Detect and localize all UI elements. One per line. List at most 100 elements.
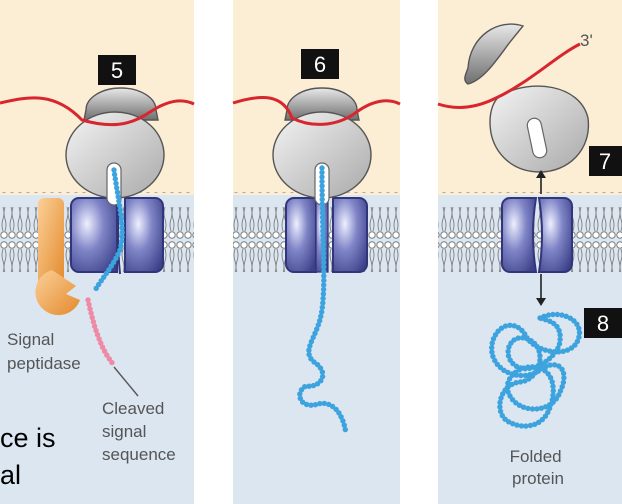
amino-acid-bead xyxy=(312,330,318,336)
amino-acid-bead xyxy=(118,216,125,222)
amino-acid-bead xyxy=(319,201,325,207)
amino-acid-bead xyxy=(317,318,323,324)
amino-acid-bead xyxy=(319,192,325,198)
amino-acid-bead xyxy=(513,380,519,386)
amino-acid-bead xyxy=(525,405,531,412)
amino-acid-bead xyxy=(557,336,563,343)
amino-acid-bead xyxy=(312,402,319,408)
amino-acid-bead xyxy=(498,395,504,401)
amino-acid-bead xyxy=(489,340,495,346)
amino-acid-bead xyxy=(560,348,566,354)
amino-acid-bead xyxy=(298,387,305,393)
amino-acid-bead xyxy=(522,372,529,379)
amino-acid-bead xyxy=(549,397,555,403)
amino-acid-bead xyxy=(518,372,524,379)
amino-acid-bead xyxy=(94,332,101,338)
amino-acid-bead xyxy=(303,401,310,408)
translocon xyxy=(70,195,164,275)
translocon xyxy=(285,197,368,273)
amino-acid-bead xyxy=(114,189,121,195)
label-line: signal xyxy=(102,422,146,441)
amino-acid-bead xyxy=(551,362,558,368)
amino-acid-bead xyxy=(119,229,125,236)
amino-acid-bead xyxy=(520,404,527,410)
amino-acid-bead xyxy=(511,323,517,329)
amino-acid-bead xyxy=(109,359,115,366)
amino-acid-bead xyxy=(114,185,120,191)
panel-step-5 xyxy=(0,0,195,504)
amino-acid-bead xyxy=(116,202,123,209)
amino-acid-bead xyxy=(308,402,314,408)
amino-acid-bead xyxy=(509,381,515,388)
amino-acid-bead xyxy=(320,300,326,306)
amino-acid-bead xyxy=(545,312,552,318)
amino-acid-bead xyxy=(319,210,326,216)
amino-acid-bead xyxy=(576,330,583,336)
cleaved-signal-sequence xyxy=(85,297,115,366)
amino-acid-bead xyxy=(320,255,327,261)
amino-acid-bead xyxy=(115,194,121,200)
amino-acid-bead xyxy=(314,326,320,332)
amino-acid-bead xyxy=(341,422,347,428)
amino-acid-bead xyxy=(87,306,93,312)
amino-acid-bead xyxy=(297,391,303,397)
amino-acid-bead xyxy=(520,335,526,341)
amino-acid-bead xyxy=(507,393,513,399)
step-badge-5: 5 xyxy=(98,55,136,85)
mrna-strand xyxy=(437,42,581,109)
amino-acid-bead xyxy=(91,323,98,329)
amino-acid-bead xyxy=(308,338,315,345)
amino-acid-bead xyxy=(574,321,580,327)
amino-acid-bead xyxy=(319,205,326,212)
svg-text:5: 5 xyxy=(111,58,123,83)
amino-acid-bead xyxy=(319,165,325,171)
amino-acid-bead xyxy=(522,366,528,372)
amino-acid-bead xyxy=(318,313,324,319)
amino-acid-bead xyxy=(518,365,524,371)
amino-acid-bead xyxy=(113,180,119,187)
amino-acid-bead xyxy=(560,370,567,377)
amino-acid-bead xyxy=(320,232,326,239)
amino-acid-bead xyxy=(306,383,312,389)
amino-acid-bead xyxy=(319,178,325,185)
release-arrow xyxy=(536,274,546,306)
amino-acid-bead xyxy=(554,311,561,318)
amino-acid-bead xyxy=(515,324,522,331)
amino-acid-bead xyxy=(317,400,323,407)
amino-acid-bead xyxy=(550,383,556,389)
amino-acid-bead xyxy=(319,369,326,375)
svg-text:6: 6 xyxy=(314,52,326,77)
amino-acid-bead xyxy=(557,332,563,338)
amino-acid-bead xyxy=(489,344,495,351)
amino-acid-bead xyxy=(568,345,575,351)
amino-acid-bead xyxy=(556,327,562,334)
amino-acid-bead xyxy=(310,382,317,389)
amino-acid-bead xyxy=(538,315,544,322)
amino-acid-bead xyxy=(576,325,582,331)
amino-acid-bead xyxy=(526,365,533,372)
nascent-polypeptide xyxy=(93,167,125,291)
amino-acid-bead xyxy=(490,353,496,360)
amino-acid-bead xyxy=(517,379,524,385)
amino-acid-bead xyxy=(319,187,325,194)
amino-acid-bead xyxy=(118,211,124,218)
amino-acid-bead xyxy=(531,364,537,371)
label-line: Signal xyxy=(7,330,54,349)
amino-acid-bead xyxy=(555,345,561,351)
amino-acid-bead xyxy=(537,353,543,359)
amino-acid-bead xyxy=(564,347,571,353)
amino-acid-bead xyxy=(536,348,542,354)
amino-acid-bead xyxy=(528,338,534,344)
folded-protein-label: Folded protein xyxy=(510,447,567,488)
amino-acid-bead xyxy=(507,322,513,328)
amino-acid-bead xyxy=(547,318,553,324)
amino-acid-bead xyxy=(497,404,503,410)
amino-acid-bead xyxy=(547,375,554,381)
amino-acid-bead xyxy=(499,412,505,419)
amino-acid-bead xyxy=(506,344,512,350)
amino-acid-bead xyxy=(319,169,325,176)
amino-acid-bead xyxy=(535,363,541,369)
amino-acid-bead xyxy=(489,349,495,355)
svg-text:7: 7 xyxy=(599,149,611,174)
amino-acid-bead xyxy=(306,347,312,353)
